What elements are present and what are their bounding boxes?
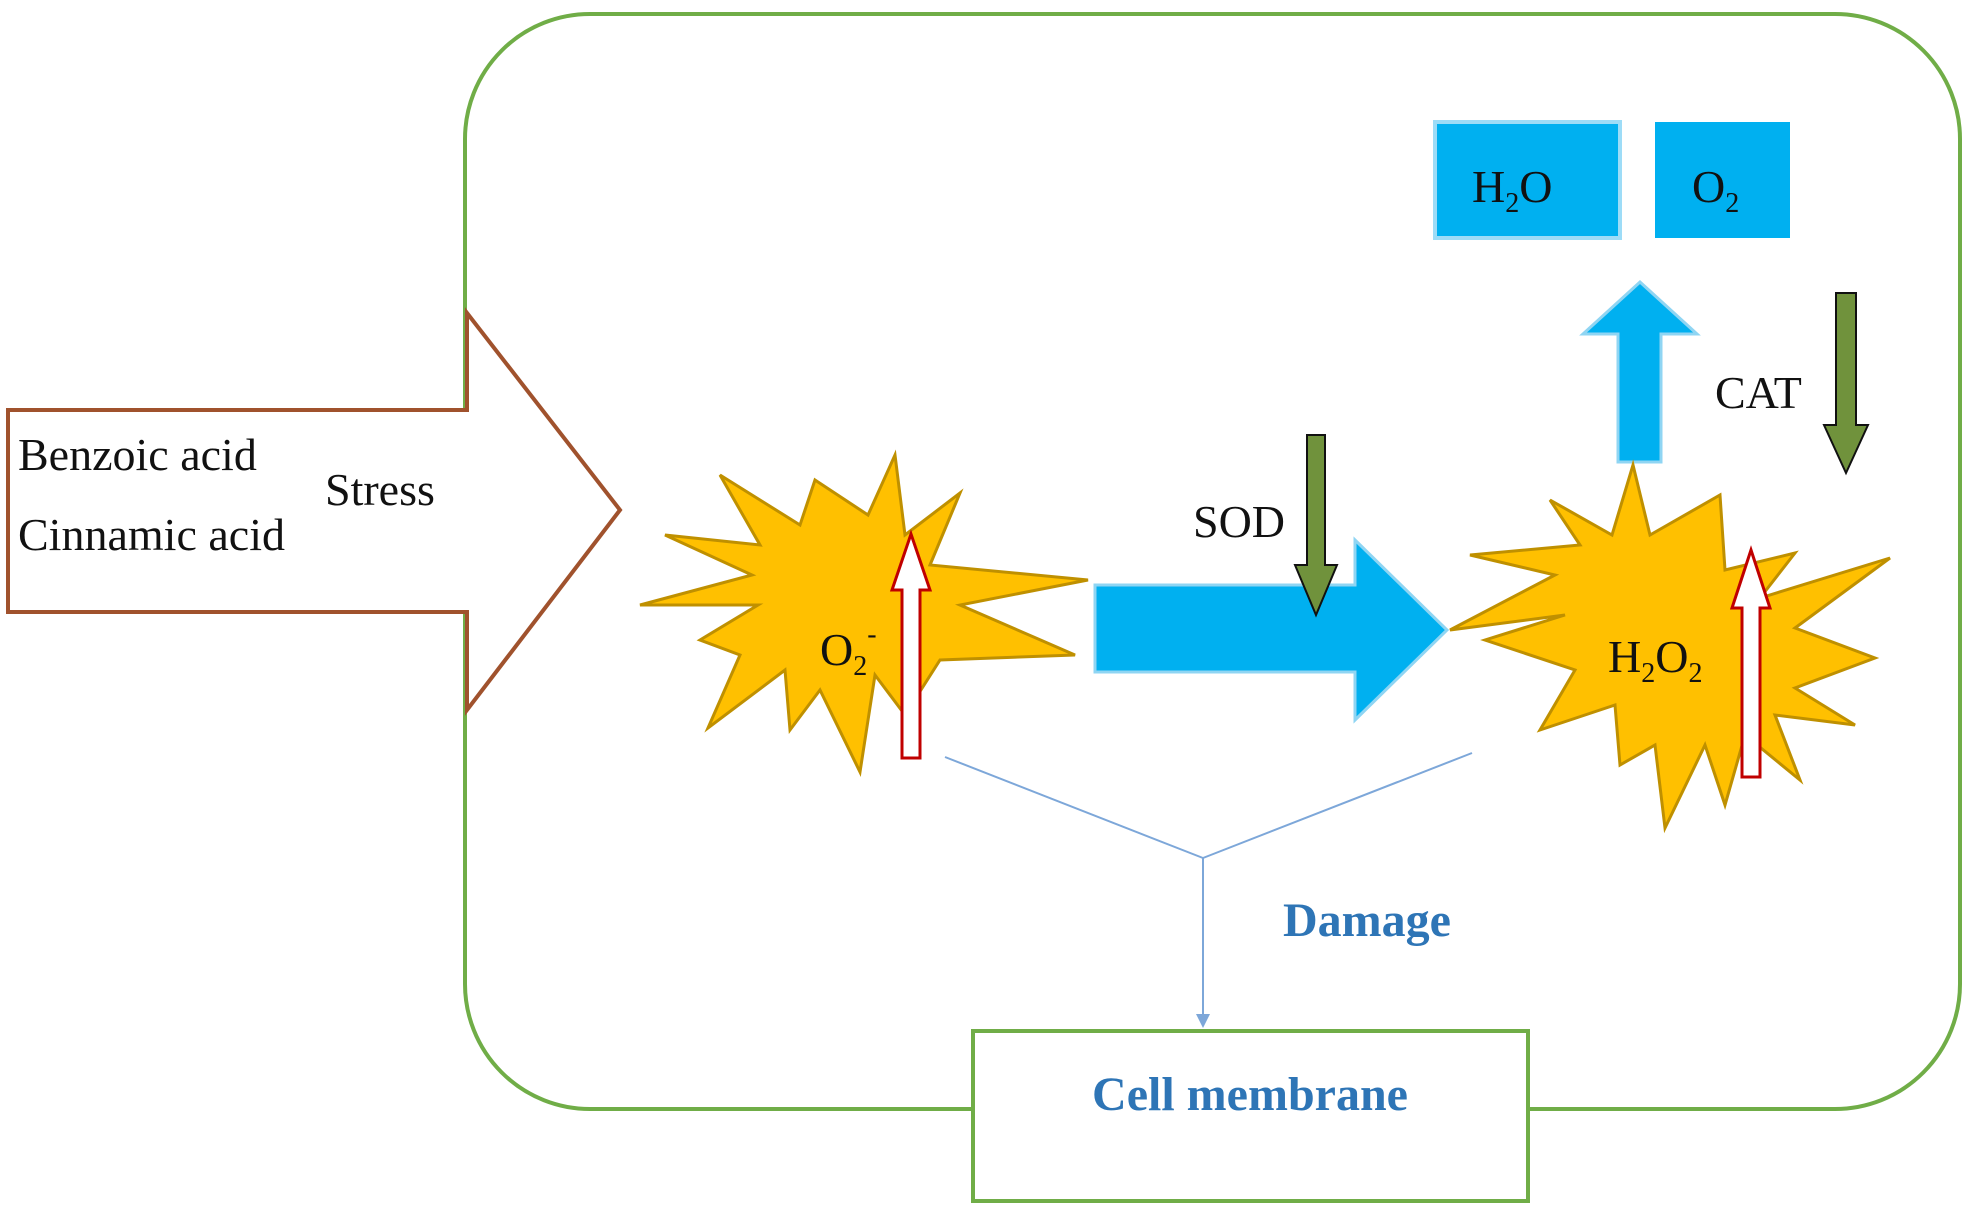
superoxide-label: O2- (820, 619, 877, 682)
water-label: H2O (1472, 161, 1552, 219)
stress-label: Stress (325, 464, 435, 515)
peroxide-increase-arrow (1729, 545, 1773, 779)
damage-connector-right (1202, 752, 1473, 859)
sod-label: SOD (1193, 496, 1285, 547)
stress-input-arrow (6, 307, 623, 716)
benzoic-acid-label: Benzoic acid (18, 429, 257, 480)
cell-membrane-box (971, 1029, 1530, 1203)
oxygen-product-box (1655, 122, 1790, 238)
damage-label: Damage (1283, 894, 1451, 947)
oxygen-label: O2 (1692, 161, 1739, 219)
damage-connector-left (944, 756, 1204, 859)
cinnamic-acid-label: Cinnamic acid (18, 509, 285, 560)
cell-membrane-label: Cell membrane (1092, 1068, 1408, 1121)
cat-label: CAT (1715, 367, 1802, 418)
water-product-box (1433, 120, 1622, 240)
sod-decrease-arrow (1293, 434, 1339, 618)
cat-decrease-arrow (1822, 292, 1870, 476)
peroxide-label: H2O2 (1608, 631, 1702, 689)
superoxide-burst (639, 449, 1089, 777)
decomposition-arrow (1579, 279, 1701, 464)
conversion-flow-arrow (1093, 536, 1450, 724)
superoxide-increase-arrow (889, 529, 933, 760)
damage-arrowhead (1196, 1014, 1210, 1028)
